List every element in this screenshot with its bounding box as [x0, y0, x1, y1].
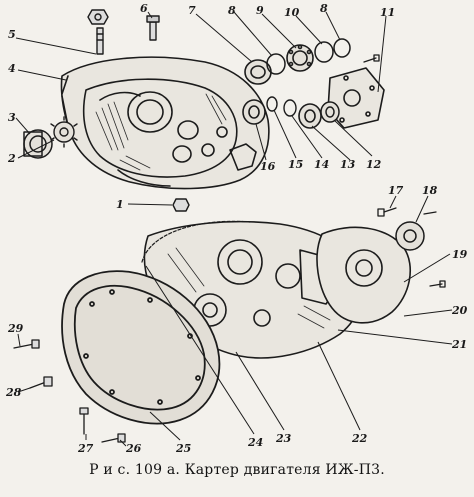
screw-right-mid	[423, 211, 446, 288]
seal-12	[320, 101, 340, 123]
label-29: 29	[7, 322, 24, 335]
label-28: 28	[5, 386, 22, 399]
figure-caption: Р и с. 109 а. Картер двигателя ИЖ-П3.	[89, 462, 385, 478]
bolt-6	[146, 15, 160, 41]
label-1: 1	[116, 198, 124, 211]
ring-10	[314, 41, 334, 63]
label-11: 11	[380, 6, 395, 19]
label-13: 13	[340, 158, 356, 171]
label-17: 17	[388, 184, 404, 197]
label-2: 2	[7, 152, 16, 165]
screw-right-top	[363, 54, 380, 63]
label-12: 12	[366, 158, 382, 171]
label-14: 14	[314, 158, 329, 171]
gear-2	[50, 116, 78, 148]
label-8-right: 8	[320, 2, 328, 15]
cap-18	[395, 221, 425, 251]
ring-8-right	[333, 38, 351, 58]
gasket-24	[141, 220, 251, 263]
label-4: 4	[8, 62, 16, 75]
ring-14	[283, 99, 297, 117]
plug-1	[172, 198, 190, 212]
label-8-left: 8	[228, 4, 236, 17]
ring-8-left	[266, 53, 286, 75]
label-19: 19	[452, 248, 468, 261]
bearing-13	[298, 103, 322, 129]
nut-top	[87, 9, 109, 25]
callout-labels: 5 4 3 2 6 7 8 9 10 8 11 12 13 14 15 16 1…	[5, 2, 468, 455]
label-24: 24	[247, 436, 263, 449]
label-7: 7	[188, 4, 196, 17]
label-10: 10	[284, 6, 300, 19]
ring-15	[266, 96, 278, 112]
bearing-3	[23, 129, 53, 159]
label-15: 15	[288, 158, 303, 171]
label-3: 3	[8, 111, 16, 124]
label-22: 22	[351, 432, 368, 445]
screw-17	[377, 207, 397, 217]
upper-crankcase-half	[60, 56, 270, 190]
screw-29	[13, 339, 40, 349]
stud-5	[96, 27, 104, 55]
screw-27	[79, 407, 89, 435]
label-23: 23	[275, 432, 292, 445]
label-27: 27	[77, 442, 94, 455]
cover-plate-11	[327, 67, 385, 129]
right-cover-18	[316, 226, 412, 324]
label-25: 25	[175, 442, 191, 455]
screw-28	[29, 376, 53, 389]
label-21: 21	[451, 338, 467, 351]
label-6: 6	[140, 2, 148, 15]
bearing-16	[242, 99, 266, 125]
bearing-9	[286, 44, 314, 72]
label-5: 5	[8, 28, 16, 41]
crankcase-cover-25	[61, 270, 221, 425]
label-26: 26	[125, 442, 142, 455]
label-20: 20	[451, 304, 468, 317]
label-9: 9	[256, 4, 264, 17]
label-16: 16	[260, 160, 276, 173]
screw-26	[101, 433, 126, 443]
leader-lines	[15, 11, 453, 447]
label-18: 18	[422, 184, 438, 197]
